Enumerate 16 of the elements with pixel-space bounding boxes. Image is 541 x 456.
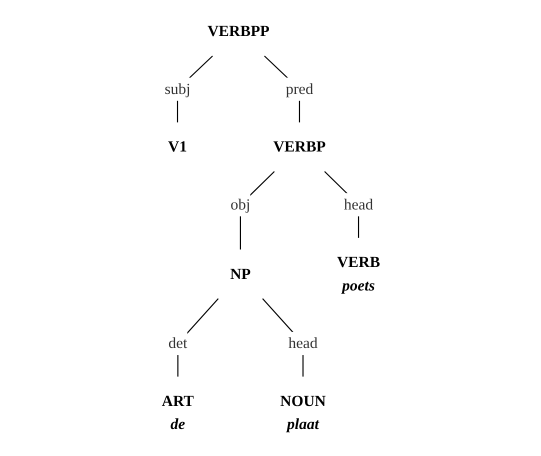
edge-label: pred	[285, 80, 313, 98]
node-text: ART de	[161, 392, 194, 433]
edge-label: det	[168, 334, 187, 352]
node-text: V1	[168, 138, 187, 156]
connector	[239, 171, 274, 250]
node-text: VERBP	[272, 138, 326, 156]
connector	[176, 298, 218, 377]
node-text: NOUN plaat	[280, 392, 326, 433]
edge-label: obj	[230, 196, 250, 213]
node-text: VERBPP	[207, 22, 270, 40]
edge-label: head	[343, 196, 373, 213]
edge-label: subj	[164, 80, 190, 98]
node-text: VERB poets	[336, 253, 380, 294]
edge-label: head	[288, 334, 318, 352]
tree-diagram: subj pred obj head det head VERBPP V1 VERBP NP VERB poets ART de NOUN plaat	[128, 0, 412, 456]
node-text: NP	[230, 265, 250, 282]
